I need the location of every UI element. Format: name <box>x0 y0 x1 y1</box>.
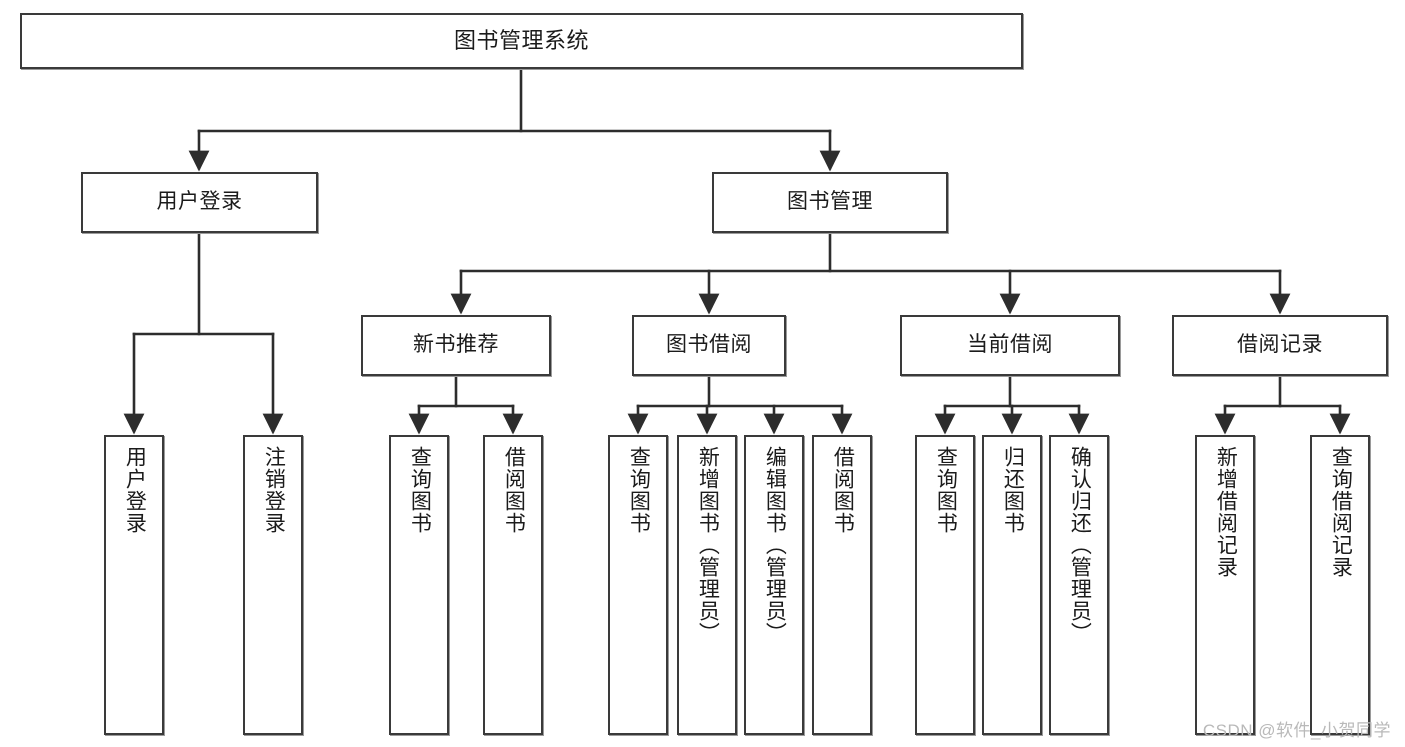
node-label: 借阅图书 <box>502 446 526 534</box>
leaf-query-borrow-record[interactable]: 查询借阅记录 <box>1310 435 1370 735</box>
node-label: 用户登录 <box>156 190 243 214</box>
node-book-management[interactable]: 图书管理 <box>712 172 948 233</box>
node-label: 编辑图书（管理员） <box>763 446 787 644</box>
leaf-return-books[interactable]: 归还图书 <box>982 435 1042 735</box>
node-label: 归还图书 <box>1001 446 1025 534</box>
node-label: 图书借阅 <box>666 333 752 357</box>
leaf-borrow-books-borrowing[interactable]: 借阅图书 <box>812 435 872 735</box>
leaf-user-login[interactable]: 用户登录 <box>104 435 164 735</box>
node-label: 当前借阅 <box>967 333 1053 357</box>
node-user-login[interactable]: 用户登录 <box>81 172 318 233</box>
leaf-confirm-return-admin[interactable]: 确认归还（管理员） <box>1049 435 1109 735</box>
leaf-query-books-recommend[interactable]: 查询图书 <box>389 435 449 735</box>
node-label: 借阅记录 <box>1237 333 1323 357</box>
node-current-borrowing[interactable]: 当前借阅 <box>900 315 1120 376</box>
leaf-query-books-borrowing[interactable]: 查询图书 <box>608 435 668 735</box>
node-label: 确认归还（管理员） <box>1068 446 1092 644</box>
node-new-book-recommendation[interactable]: 新书推荐 <box>361 315 551 376</box>
watermark: CSDN @软件_小贺同学 <box>1202 721 1391 740</box>
node-label: 查询图书 <box>627 446 651 534</box>
node-label: 注销登录 <box>262 446 286 534</box>
node-label: 用户登录 <box>123 446 147 534</box>
leaf-add-borrow-record[interactable]: 新增借阅记录 <box>1195 435 1255 735</box>
node-label: 新书推荐 <box>413 333 499 357</box>
node-root[interactable]: 图书管理系统 <box>20 13 1023 69</box>
leaf-add-book-admin[interactable]: 新增图书（管理员） <box>677 435 737 735</box>
node-label: 新增借阅记录 <box>1214 446 1238 578</box>
leaf-logout[interactable]: 注销登录 <box>243 435 303 735</box>
leaf-borrow-books-recommend[interactable]: 借阅图书 <box>483 435 543 735</box>
node-label: 图书管理 <box>787 190 873 214</box>
node-book-borrowing[interactable]: 图书借阅 <box>632 315 786 376</box>
node-borrow-records[interactable]: 借阅记录 <box>1172 315 1388 376</box>
node-label: 查询图书 <box>408 446 432 534</box>
leaf-edit-book-admin[interactable]: 编辑图书（管理员） <box>744 435 804 735</box>
node-label: 查询图书 <box>934 446 958 534</box>
node-label: 借阅图书 <box>831 446 855 534</box>
node-label: 查询借阅记录 <box>1329 446 1353 578</box>
leaf-query-books-current[interactable]: 查询图书 <box>915 435 975 735</box>
node-label: 图书管理系统 <box>453 28 589 54</box>
node-label: 新增图书（管理员） <box>696 446 720 644</box>
